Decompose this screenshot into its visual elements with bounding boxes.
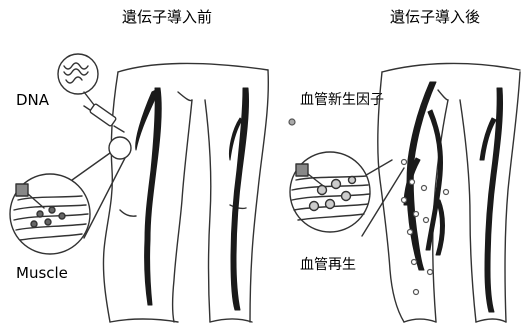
vessels-before [136, 88, 249, 310]
syringe-icon [84, 103, 124, 132]
injection-site [109, 137, 131, 159]
zoom-line [84, 158, 125, 238]
muscle-magnifier-after [290, 152, 370, 232]
dna-bubble [58, 54, 98, 110]
muscle-magnifier-before [10, 174, 90, 254]
vessels-after [404, 82, 503, 312]
